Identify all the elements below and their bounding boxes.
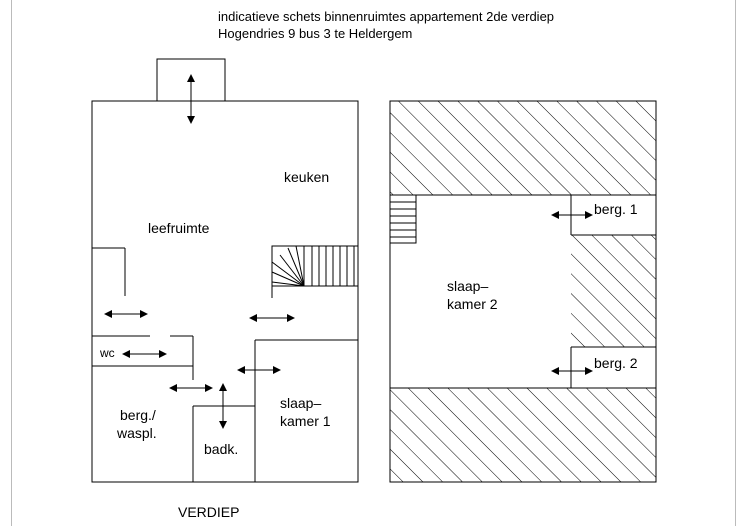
hatched-bottom	[390, 388, 656, 482]
header-title: indicatieve schets binnenruimtes apparte…	[218, 9, 555, 24]
label-slaapkamer2-line2: kamer 2	[447, 296, 498, 312]
footer-caption: VERDIEP	[178, 504, 239, 520]
label-berging-line1: berg./	[120, 407, 156, 423]
page-border-left	[11, 0, 12, 526]
header-address: Hogendries 9 bus 3 te Heldergem	[218, 26, 413, 41]
label-wc: wc	[99, 346, 115, 360]
right-door-arrows	[551, 211, 593, 375]
label-berging-line2: waspl.	[116, 425, 157, 441]
label-slaapkamer2-line1: slaap–	[447, 278, 488, 294]
label-berg2: berg. 2	[594, 355, 638, 371]
stairs	[271, 245, 359, 287]
header: indicatieve schets binnenruimtes apparte…	[218, 8, 554, 42]
label-keuken: keuken	[284, 169, 329, 185]
page-border-right	[735, 0, 736, 526]
label-leefruimte: leefruimte	[148, 220, 210, 236]
left-outer-wall	[91, 100, 359, 483]
hatched-middle	[571, 235, 656, 347]
left-door-arrows	[104, 74, 295, 429]
label-slaapkamer1-line2: kamer 1	[280, 413, 331, 429]
right-floor-plan	[389, 100, 657, 483]
label-slaapkamer1-line1: slaap–	[280, 395, 321, 411]
right-outer-wall	[389, 100, 657, 483]
small-stair	[389, 194, 417, 244]
label-badkamer: badk.	[204, 441, 238, 457]
hatched-top	[390, 101, 656, 195]
label-berg1: berg. 1	[594, 201, 638, 217]
